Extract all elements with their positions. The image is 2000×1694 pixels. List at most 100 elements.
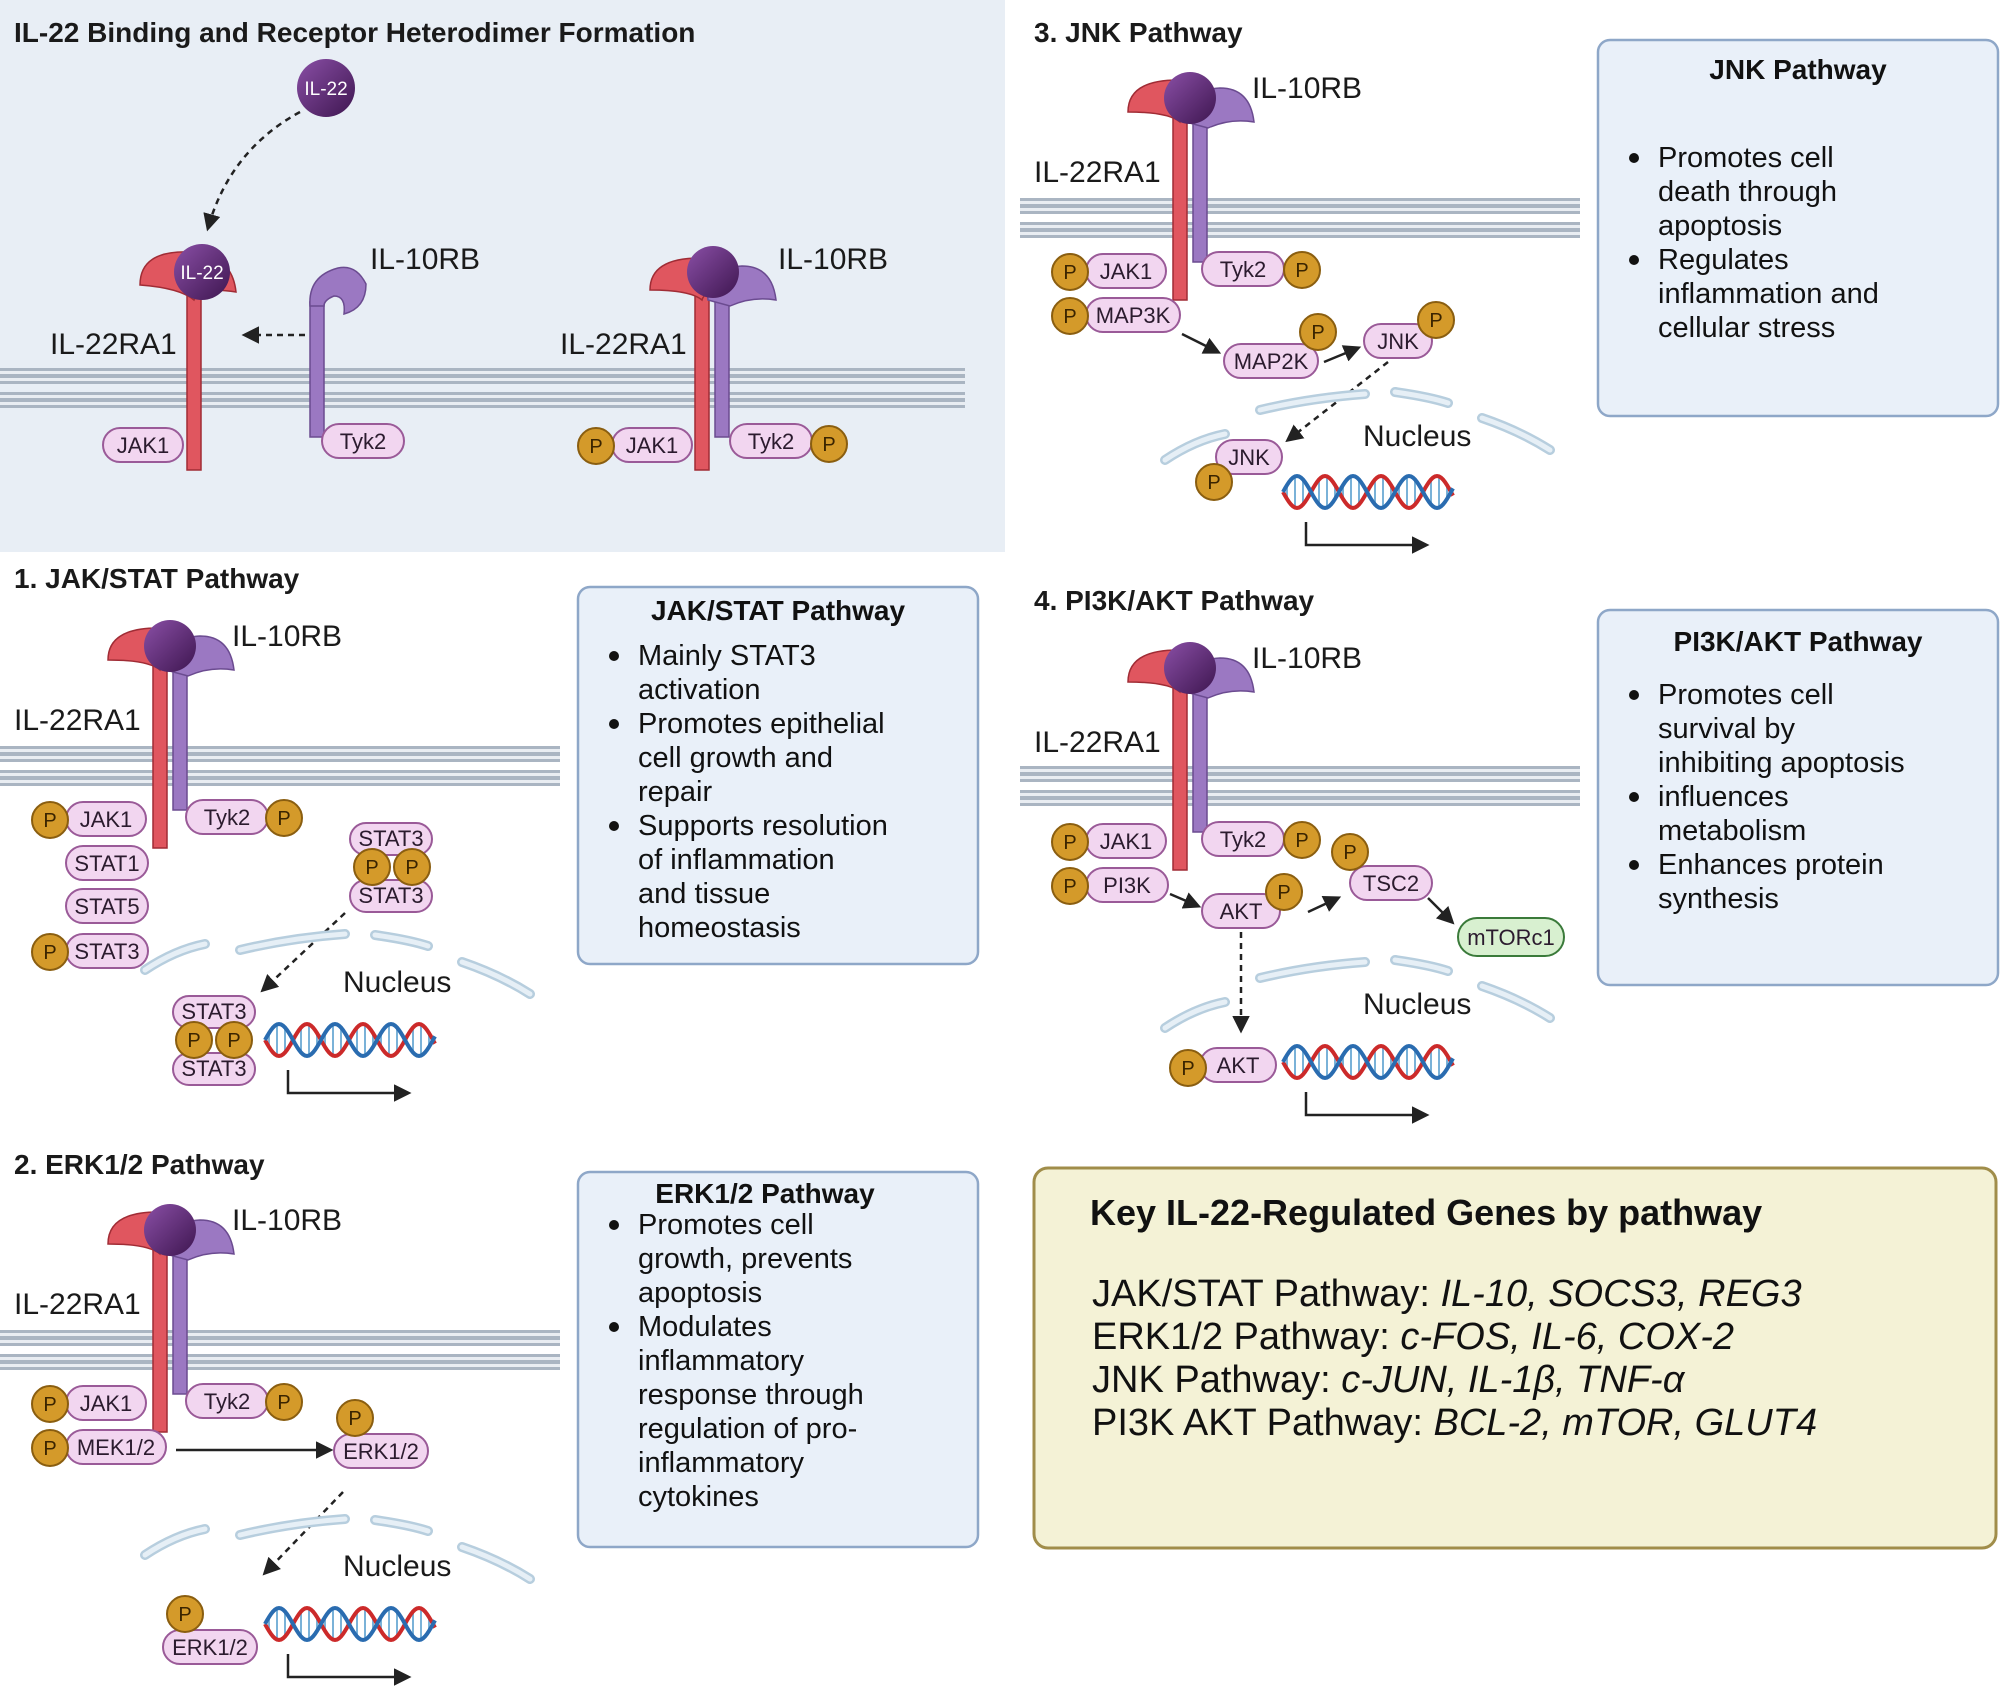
phosphate-icon: P — [265, 799, 303, 837]
panel4-akt-tsc2-arrow — [1307, 895, 1342, 914]
panel3-map2k-jnk-arrow — [1323, 345, 1362, 364]
svg-text:JNK: JNK — [1377, 329, 1419, 354]
key-genes-row: JAK/STAT Pathway: IL-10, SOCS3, REG3 — [1092, 1273, 1802, 1315]
bullet-dot — [1629, 860, 1639, 870]
svg-text:Tyk2: Tyk2 — [1220, 257, 1266, 282]
bullet-dot — [609, 719, 619, 729]
bullet-dot — [1629, 255, 1639, 265]
key-row-pathway: PI3K AKT Pathway: — [1092, 1402, 1433, 1444]
svg-text:P: P — [277, 808, 290, 830]
bullet-dot — [609, 1220, 619, 1230]
svg-text:P: P — [405, 857, 418, 879]
phosphate-icon: P — [1051, 297, 1089, 335]
erk-bullet-line: apoptosis — [638, 1277, 762, 1309]
jakstat-bullet-line: cell growth and — [638, 742, 833, 774]
key-row-pathway: ERK1/2 Pathway: — [1092, 1316, 1400, 1358]
phosphate-icon: P — [1331, 833, 1369, 871]
jakstat-info-box: JAK/STAT Pathway Mainly STAT3activationP… — [576, 585, 980, 966]
panel2-mek-pill: MEK1/2 — [65, 1429, 167, 1465]
panel4-pi3k-pill: PI3K — [1085, 867, 1169, 903]
erk-bullet-line: regulation of pro- — [638, 1413, 857, 1445]
svg-text:Tyk2: Tyk2 — [204, 1389, 250, 1414]
panel0-il10rb-receptor-icon — [309, 266, 367, 438]
panel0-tyk2-pill: Tyk2 — [321, 423, 405, 459]
erk-bullet-line: cytokines — [638, 1481, 759, 1513]
svg-text:JAK1: JAK1 — [80, 1391, 133, 1416]
panel1-title: 1. JAK/STAT Pathway — [14, 563, 300, 594]
svg-text:STAT5: STAT5 — [74, 894, 139, 919]
svg-text:P: P — [1063, 262, 1076, 284]
svg-text:P: P — [227, 1030, 240, 1052]
panel2-title: 2. ERK1/2 Pathway — [14, 1149, 265, 1180]
jnk-bullet-line: cellular stress — [1658, 312, 1835, 344]
nuclear-envelope-stroke — [142, 931, 533, 997]
svg-text:P: P — [1063, 832, 1076, 854]
jakstat-bullet-line: homeostasis — [638, 912, 801, 944]
svg-text:P: P — [348, 1408, 361, 1430]
phosphate-icon: P — [1169, 1049, 1207, 1087]
phosphate-icon: P — [31, 1385, 69, 1423]
key-row-genes: IL-10, SOCS3, REG3 — [1440, 1273, 1801, 1315]
svg-text:P: P — [178, 1604, 191, 1626]
key-row-pathway: JAK/STAT Pathway: — [1092, 1273, 1440, 1315]
panel3-il10rb-label: IL-10RB — [1252, 72, 1362, 105]
dna-strand — [263, 1605, 437, 1643]
erk-bullet-line: growth, prevents — [638, 1243, 852, 1275]
phosphate-icon: P — [1051, 823, 1089, 861]
key-row-genes: BCL-2, mTOR, GLUT4 — [1433, 1402, 1817, 1444]
svg-text:mTORc1: mTORc1 — [1467, 925, 1555, 950]
panel0-jak1-pill: JAK1 — [102, 427, 184, 463]
key-genes-box: Key IL-22-Regulated Genes by pathway JAK… — [1032, 1166, 1998, 1550]
panel0-title: IL-22 Binding and Receptor Heterodimer F… — [14, 17, 695, 48]
svg-text:STAT3: STAT3 — [358, 883, 423, 908]
panel2-erk-pill: ERK1/2 — [333, 1433, 429, 1469]
key-genes-row: PI3K AKT Pathway: BCL-2, mTOR, GLUT4 — [1092, 1402, 1817, 1444]
svg-text:Tyk2: Tyk2 — [748, 429, 794, 454]
svg-text:STAT3: STAT3 — [181, 999, 246, 1024]
key-row-pathway: JNK Pathway: — [1092, 1359, 1341, 1401]
panel1-tyk2-pill: Tyk2 — [185, 799, 269, 835]
svg-text:P: P — [187, 1030, 200, 1052]
panel1-receptor-icon — [107, 620, 235, 849]
ligand-approach-arrow — [203, 110, 301, 232]
svg-text:JAK1: JAK1 — [1100, 259, 1153, 284]
svg-text:STAT3: STAT3 — [358, 826, 423, 851]
panel1-il10rb-label: IL-10RB — [232, 620, 342, 653]
nuclear-envelope-stroke — [1162, 389, 1553, 463]
erk-bullet-line: Modulates — [638, 1311, 772, 1343]
svg-text:P: P — [365, 857, 378, 879]
panel1-stat3-pill: STAT3 — [65, 933, 149, 969]
key-genes-rows: JAK/STAT Pathway: IL-10, SOCS3, REG3ERK1… — [1092, 1273, 1817, 1444]
phosphate-icon: P — [1051, 867, 1089, 905]
bullet-dot — [609, 651, 619, 661]
panel4-jak1-pill: JAK1 — [1085, 823, 1167, 859]
panel3-jak1-pill: JAK1 — [1085, 253, 1167, 289]
erk-box-title: ERK1/2 Pathway — [655, 1178, 875, 1209]
jnk-bullet-line: inflammation and — [1658, 278, 1879, 310]
nuclear-envelope-icon — [1160, 955, 1555, 1033]
panel3-nucleus-label: Nucleus — [1363, 420, 1471, 453]
phosphate-icon: P — [1195, 463, 1233, 501]
panel3-jnk-pill: JNK — [1363, 323, 1433, 359]
bullet-dot — [1629, 690, 1639, 700]
phosphate-icon: P — [1051, 253, 1089, 291]
pi3k-bullet-line: metabolism — [1658, 815, 1806, 847]
pi3k-bullet-line: Promotes cell — [1658, 679, 1834, 711]
dna-strand — [1281, 473, 1455, 511]
svg-text:P: P — [1063, 306, 1076, 328]
svg-text:P: P — [43, 1438, 56, 1460]
svg-text:TSC2: TSC2 — [1363, 871, 1419, 896]
key-row-genes: c-JUN, IL-1β, TNF-α — [1341, 1359, 1685, 1401]
phosphate-icon: P — [31, 1429, 69, 1467]
panel2-tyk2-pill: Tyk2 — [185, 1383, 269, 1419]
erk-bullet-line: inflammatory — [638, 1447, 804, 1479]
panel1-nucleus-label: Nucleus — [343, 966, 451, 999]
svg-text:P: P — [1429, 310, 1442, 332]
svg-text:P: P — [589, 436, 602, 458]
panel4-il10rb-label: IL-10RB — [1252, 642, 1362, 675]
panel4-tsc2-pill: TSC2 — [1349, 865, 1433, 901]
jakstat-bullet-line: Promotes epithelial — [638, 708, 885, 740]
svg-text:STAT3: STAT3 — [74, 939, 139, 964]
